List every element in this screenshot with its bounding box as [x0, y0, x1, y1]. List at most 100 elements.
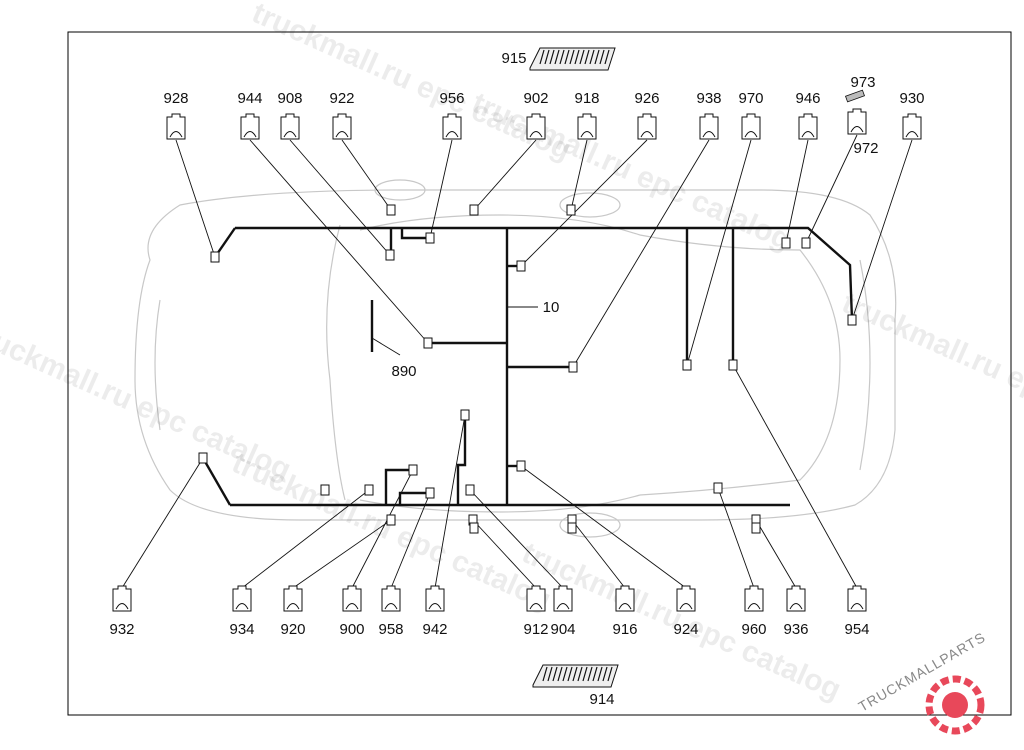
connector-plug[interactable] [469, 522, 479, 534]
leader-line [292, 519, 392, 589]
leader-line [785, 139, 809, 244]
connector-icon[interactable] [342, 585, 362, 612]
connector-plug[interactable] [801, 237, 811, 249]
part-label-954: 954 [844, 621, 869, 638]
connector-icon[interactable] [553, 585, 573, 612]
connector-icon[interactable] [526, 585, 546, 612]
connector-icon[interactable] [637, 113, 657, 140]
part-label-916: 916 [612, 621, 637, 638]
module-915[interactable] [529, 47, 616, 71]
part-label-930: 930 [899, 90, 924, 107]
connector-icon[interactable] [381, 585, 401, 612]
connector-icon[interactable] [786, 585, 806, 612]
connector-plug[interactable] [516, 260, 526, 272]
connector-plug[interactable] [364, 484, 374, 496]
leader-line [851, 139, 913, 321]
connector-plug[interactable] [751, 522, 761, 534]
connector-icon[interactable] [280, 113, 300, 140]
connector-plug[interactable] [423, 337, 433, 349]
connector-plug[interactable] [210, 251, 220, 263]
leader-line [520, 139, 648, 267]
connector-icon[interactable] [240, 113, 260, 140]
module-914[interactable] [532, 664, 619, 688]
small-part-973[interactable] [845, 89, 865, 103]
part-label-900: 900 [339, 621, 364, 638]
connector-icon[interactable] [744, 585, 764, 612]
part-label-970: 970 [738, 90, 763, 107]
connector-icon[interactable] [166, 113, 186, 140]
connector-plug[interactable] [386, 204, 396, 216]
connector-icon[interactable] [425, 585, 445, 612]
part-label-902: 902 [523, 90, 548, 107]
connector-icon[interactable] [615, 585, 635, 612]
wire [400, 228, 430, 240]
connector-icon[interactable] [699, 113, 719, 140]
connector-plug[interactable] [320, 484, 330, 496]
leader-line [429, 139, 453, 239]
connector-plug[interactable] [728, 359, 738, 371]
leader-line [571, 519, 626, 589]
connector-icon[interactable] [577, 113, 597, 140]
leader-line [472, 519, 537, 589]
connector-plug[interactable] [425, 232, 435, 244]
connector-plug[interactable] [516, 460, 526, 472]
part-label-926: 926 [634, 90, 659, 107]
connector-icon[interactable] [847, 585, 867, 612]
connector-plug[interactable] [567, 522, 577, 534]
leader-line [805, 134, 858, 244]
connector-plug[interactable] [713, 482, 723, 494]
connector-plug[interactable] [385, 249, 395, 261]
connector-plug[interactable] [847, 314, 857, 326]
connector-plug[interactable] [568, 361, 578, 373]
connector-plug[interactable] [781, 237, 791, 249]
connector-plug[interactable] [682, 359, 692, 371]
leader-line [469, 489, 564, 589]
leader-line [570, 139, 588, 211]
connector-icon[interactable] [741, 113, 761, 140]
part-label-908: 908 [277, 90, 302, 107]
connector-plug[interactable] [198, 452, 208, 464]
connector-plug[interactable] [408, 464, 418, 476]
connector-icon[interactable] [847, 108, 867, 135]
leader-line [520, 465, 687, 589]
leader-line [434, 414, 466, 589]
part-label-972: 972 [853, 140, 878, 157]
leader-line [351, 469, 414, 589]
connector-icon[interactable] [526, 113, 546, 140]
harness-label: 10 [543, 299, 560, 316]
leader-line [175, 139, 216, 258]
leader-line [390, 492, 431, 589]
frame [67, 31, 1012, 716]
connector-icon[interactable] [902, 113, 922, 140]
connector-plug[interactable] [386, 514, 396, 526]
connector-plug[interactable] [465, 484, 475, 496]
leader-lines [121, 134, 913, 589]
part-label-912: 912 [523, 621, 548, 638]
connector-icon[interactable] [676, 585, 696, 612]
connector-icon[interactable] [332, 113, 352, 140]
leader-line [717, 487, 755, 589]
part-label-914: 914 [589, 691, 614, 708]
wire [201, 457, 232, 506]
leader-line [473, 139, 537, 211]
connector-icon[interactable] [442, 113, 462, 140]
part-label-938: 938 [696, 90, 721, 107]
wire [456, 415, 467, 505]
connector-icon[interactable] [283, 585, 303, 612]
connector-plug[interactable] [566, 204, 576, 216]
leader-line [755, 519, 797, 589]
connector-icon[interactable] [112, 585, 132, 612]
leader-line [121, 457, 204, 589]
connector-plug[interactable] [460, 409, 470, 421]
connector-plug[interactable] [425, 487, 435, 499]
connector-icon[interactable] [232, 585, 252, 612]
part-label-960: 960 [741, 621, 766, 638]
antenna-label: 890 [391, 363, 416, 380]
connector-plug[interactable] [469, 204, 479, 216]
watermark-text: truckmall.ru epc catalog [467, 86, 796, 257]
part-label-928: 928 [163, 90, 188, 107]
gear-icon [925, 675, 985, 735]
connector-icon[interactable] [798, 113, 818, 140]
part-label-922: 922 [329, 90, 354, 107]
